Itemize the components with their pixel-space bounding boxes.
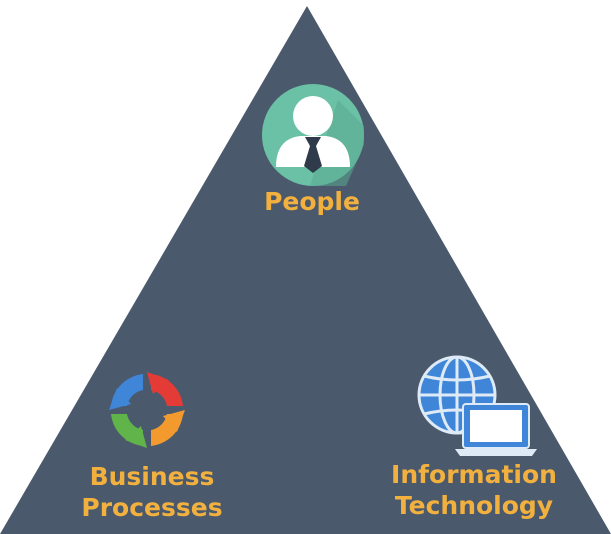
people-label: People [264, 187, 360, 216]
business-processes-label: Business Processes [81, 462, 223, 522]
information-technology-label: Information Technology [391, 460, 557, 520]
globe-laptop-icon [417, 355, 537, 456]
person-with-tie-icon [262, 84, 364, 186]
cycle-arrows-icon [109, 372, 185, 448]
